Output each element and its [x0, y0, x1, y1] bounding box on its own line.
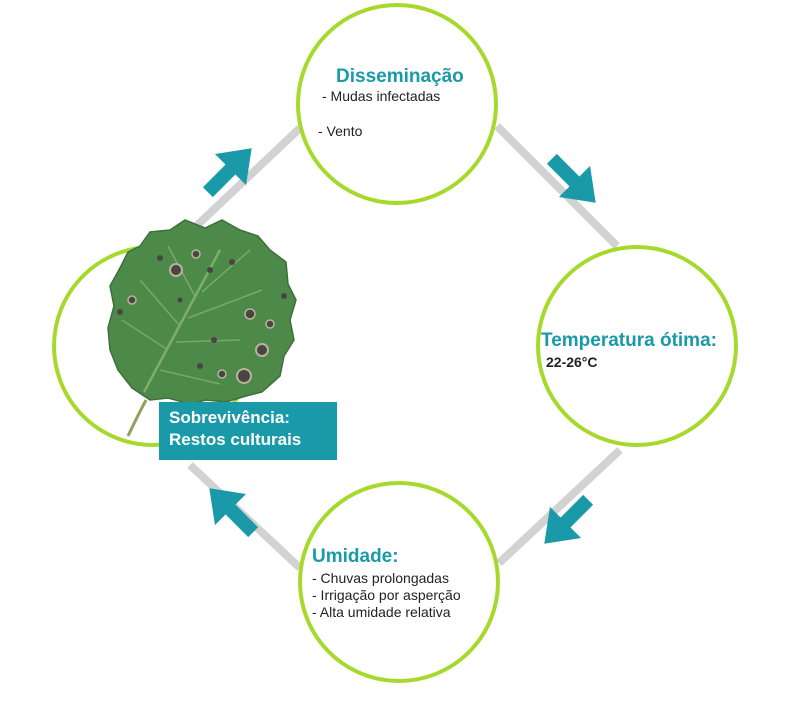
survival-label-line2: Restos culturais: [169, 430, 302, 449]
arrow-survival-to-dissemination: [202, 148, 252, 198]
connector-temperature-to-humidity: [496, 447, 623, 566]
dissemination-item: - Mudas infectadas: [322, 88, 441, 104]
stage-dissemination: Disseminação - Mudas infectadas - Vento: [318, 66, 464, 140]
humidity-item: - Irrigação por asperção: [312, 587, 461, 603]
humidity-title: Umidade:: [312, 546, 399, 567]
survival-label: Sobrevivência: Restos culturais: [159, 402, 337, 460]
ring-dissemination: [296, 3, 498, 205]
connector-dissemination-to-temperature: [494, 123, 620, 249]
stage-humidity: Umidade: - Chuvas prolongadas - Irrigaçã…: [312, 546, 461, 621]
humidity-item: - Chuvas prolongadas: [312, 570, 449, 586]
arrow-dissemination-to-temperature: [546, 153, 596, 203]
temperature-title: Temperatura ótima:: [541, 330, 717, 351]
ring-humidity: [298, 481, 500, 683]
temperature-value: 22-26°C: [546, 354, 598, 370]
strawberry-leaf-spot-icon: [107, 219, 297, 437]
humidity-item: - Alta umidade relativa: [312, 604, 451, 620]
survival-label-line1: Sobrevivência:: [169, 408, 290, 427]
stage-temperature: Temperatura ótima: 22-26°C: [541, 330, 717, 370]
ring-temperature: [536, 245, 738, 447]
dissemination-item: - Vento: [318, 123, 363, 139]
dissemination-title: Disseminação: [336, 66, 464, 87]
arrow-humidity-to-survival: [209, 488, 259, 538]
arrow-temperature-to-humidity: [544, 494, 594, 544]
